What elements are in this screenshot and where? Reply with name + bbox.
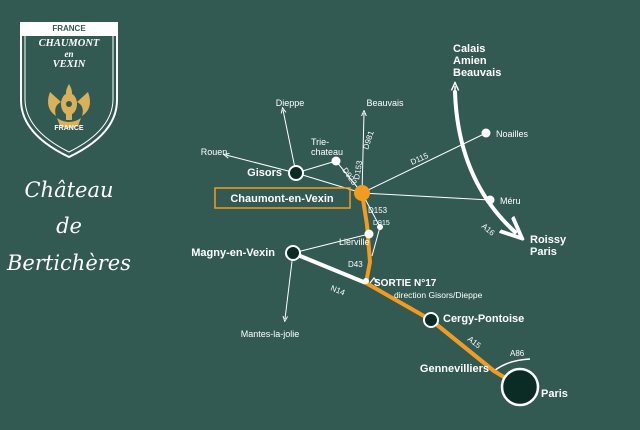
road-label-d115: D115 bbox=[409, 151, 430, 167]
road-to-dieppe bbox=[283, 110, 297, 174]
road-label-d153-north: D153 bbox=[352, 159, 364, 180]
town-markers bbox=[285, 128, 540, 407]
label-roissy-1: Roissy bbox=[530, 234, 567, 246]
chaumont-label-box bbox=[214, 187, 351, 209]
road-to-meru bbox=[361, 192, 491, 201]
label-rouen: Rouen bbox=[201, 147, 228, 157]
crest-country: FRANCE bbox=[20, 22, 118, 36]
label-chaumont: Chaumont-en-Vexin bbox=[230, 193, 334, 205]
highway-a16 bbox=[453, 90, 515, 232]
label-gennevilliers: Gennevilliers bbox=[420, 363, 489, 375]
secondary-roads bbox=[226, 110, 491, 319]
label-dieppe: Dieppe bbox=[276, 98, 305, 108]
exit-caret-icon bbox=[369, 277, 379, 284]
road-to-rouen bbox=[226, 155, 297, 174]
road-label-d153-south: D153 bbox=[368, 206, 388, 215]
road-magny-lierville bbox=[292, 233, 370, 254]
title-line1: Château bbox=[24, 178, 114, 202]
label-roissy-2: Paris bbox=[530, 246, 557, 258]
marker-chaumont bbox=[354, 185, 370, 201]
marker-lierville bbox=[364, 229, 374, 239]
shield-icon bbox=[20, 22, 118, 158]
label-lierville: Lierville bbox=[339, 237, 370, 247]
marker-d915 bbox=[377, 224, 383, 230]
marker-paris bbox=[500, 367, 540, 407]
road-to-mantes bbox=[285, 252, 294, 319]
label-north-3: Beauvais bbox=[453, 67, 501, 79]
crest-town-line2: en bbox=[64, 49, 74, 59]
exit-label: SORTIE N°17 bbox=[374, 278, 437, 289]
highway-n14-magny bbox=[291, 251, 368, 285]
road-to-beauvais bbox=[362, 113, 364, 194]
crest-town-line1: CHAUMONT bbox=[38, 38, 100, 49]
label-noailles: Noailles bbox=[496, 129, 529, 139]
road-label-d43: D43 bbox=[348, 260, 363, 269]
crest-town-line3: VEXIN bbox=[52, 59, 86, 70]
marker-cergy bbox=[423, 312, 439, 328]
label-paris: Paris bbox=[541, 388, 568, 400]
marker-gisors bbox=[288, 165, 304, 181]
marker-magny bbox=[285, 245, 301, 261]
label-north-1: Calais bbox=[453, 43, 485, 55]
label-magny: Magny-en-Vexin bbox=[191, 247, 275, 259]
marker-triechateau bbox=[331, 156, 341, 166]
marker-noailles bbox=[481, 128, 491, 138]
crest-bottom-label: FRANCE bbox=[54, 125, 84, 132]
road-label-a86: A86 bbox=[510, 349, 525, 358]
road-gisors-chaumont bbox=[295, 172, 363, 194]
label-mantes: Mantes-la-jolie bbox=[241, 329, 300, 339]
label-north-2: Amien bbox=[453, 55, 487, 67]
road-label-a16: A16 bbox=[480, 222, 497, 238]
road-d915-south bbox=[371, 226, 381, 257]
label-meru: Méru bbox=[500, 196, 521, 206]
road-label-d915: D915 bbox=[373, 220, 390, 227]
label-triechateau-1: Trie- bbox=[311, 137, 329, 147]
map-labels: Gisors Chaumont-en-Vexin Magny-en-Vexin … bbox=[191, 43, 568, 400]
title-line3: Bertichères bbox=[6, 251, 131, 275]
marker-exit-17 bbox=[363, 278, 369, 284]
label-cergy: Cergy-Pontoise bbox=[443, 313, 524, 325]
road-label-n14: N14 bbox=[329, 284, 346, 298]
exit-direction: direction Gisors/Dieppe bbox=[394, 290, 483, 300]
road-to-noailles bbox=[361, 132, 487, 194]
label-beauvais: Beauvais bbox=[366, 98, 404, 108]
title-line2: de bbox=[56, 214, 82, 238]
town-crest: FRANCE CHAUMONT en VEXIN FRANCE bbox=[20, 22, 118, 158]
label-gisors: Gisors bbox=[247, 167, 282, 179]
marker-meru bbox=[485, 195, 495, 205]
label-triechateau-2: chateau bbox=[311, 147, 343, 157]
a86-segment bbox=[493, 358, 531, 372]
